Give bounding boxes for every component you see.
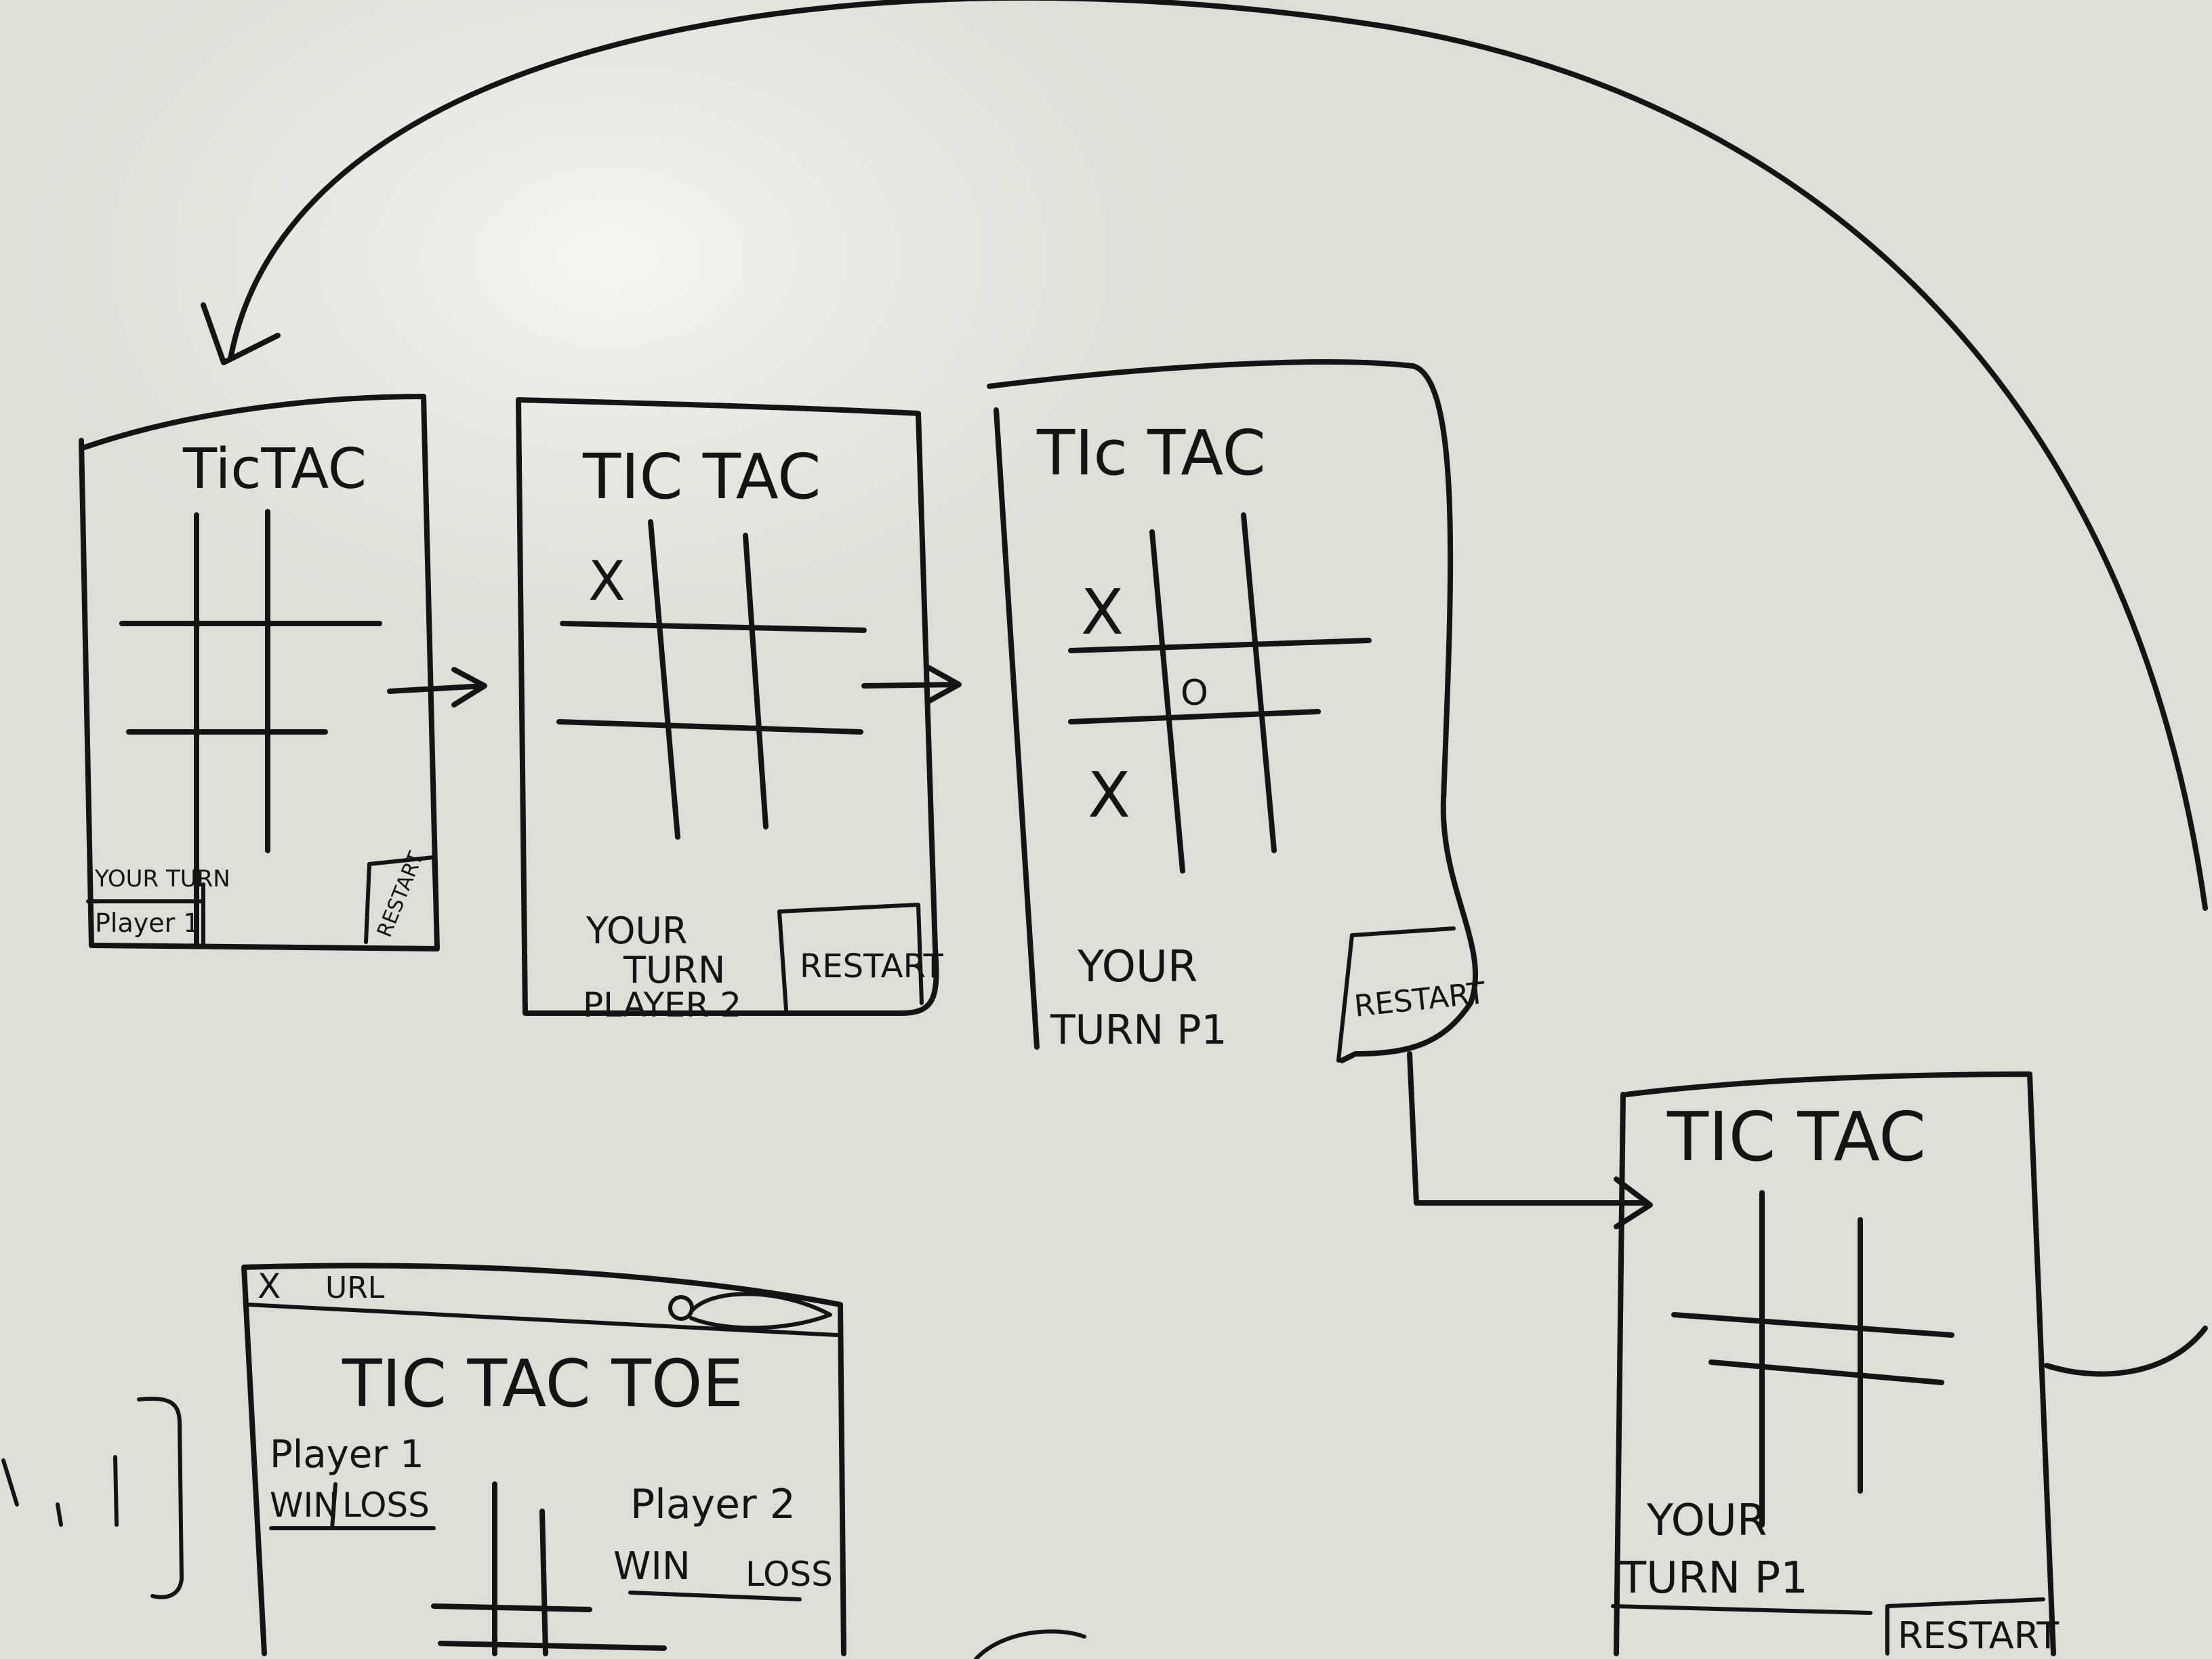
player-1-loss-label: LOSS — [342, 1486, 430, 1525]
frame-3-title: TIc TAC — [1036, 417, 1266, 489]
frame-1-status-line-2: Player 1 — [95, 908, 200, 938]
browser-url-bar[interactable]: URL — [325, 1271, 385, 1305]
frame-2-grid — [556, 519, 867, 840]
frame-3-status-line-1: YOUR — [1077, 942, 1197, 992]
frame-4-status-underline — [1611, 1604, 1872, 1615]
frame-1-status-line-1: YOUR TURN — [94, 865, 230, 893]
frame-2-title: TIC TAC — [582, 441, 821, 513]
wireframe-2: TIC TAC X YOUR TURN PLAYER 2 RESTART — [516, 397, 943, 1025]
return-curve — [2044, 1326, 2208, 1377]
player-2-record-underline — [628, 1591, 802, 1601]
arrow-1-to-2 — [387, 667, 487, 708]
arrow-2-to-3 — [861, 665, 962, 704]
search-icon[interactable] — [668, 1292, 832, 1330]
frame-3-mark-x-bottom: X — [1088, 759, 1130, 832]
browser-close-icon[interactable]: X — [258, 1267, 281, 1306]
frame-1-grid — [119, 509, 382, 948]
frame-2-restart-label: RESTART — [800, 947, 943, 985]
wireframe-4: TIC TAC YOUR TURN P1 RESTART — [1611, 1071, 2060, 1657]
frame-2-restart-button[interactable]: RESTART — [777, 903, 943, 1012]
arrow-restart-to-4 — [1407, 1051, 1653, 1229]
loop-arrow-head — [201, 302, 281, 365]
frame-3-restart-button[interactable]: RESTART — [1336, 926, 1488, 1063]
player-2-win-label: WIN — [613, 1544, 691, 1589]
browser-page-title: TIC TAC TOE — [342, 1346, 743, 1422]
frame-1-border — [79, 394, 440, 951]
loop-arrow-curve — [228, 0, 2208, 911]
frame-2-status-line-1: YOUR — [586, 909, 688, 952]
frame-2-mark-x: X — [588, 550, 626, 613]
frame-3-mark-o: O — [1181, 673, 1208, 714]
frame-4-border — [1614, 1071, 2056, 1656]
player-2-loss-label: LOSS — [745, 1555, 833, 1594]
player-1-record-lines — [269, 1482, 436, 1530]
browser-border — [241, 1263, 846, 1656]
frame-3-border — [987, 359, 1479, 1063]
edge-marks — [1, 1396, 1086, 1659]
frame-3-grid — [1068, 512, 1372, 874]
browser-toolbar-divider — [245, 1303, 839, 1337]
wireframe-1: TicTAC YOUR TURN Player 1 RESTART — [79, 394, 440, 951]
frame-3-status-line-2: TURN P1 — [1050, 1006, 1227, 1054]
frame-4-restart-label: RESTART — [1898, 1614, 2060, 1657]
player-1-name: Player 1 — [270, 1433, 424, 1477]
browser-game-grid — [431, 1481, 667, 1656]
browser-wireframe: X URL TIC TAC TOE Player 1 WIN LOSS Play… — [241, 1263, 846, 1656]
frame-2-status-line-3: PLAYER 2 — [583, 985, 741, 1025]
frame-4-title: TIC TAC — [1666, 1097, 1926, 1176]
player-1-win-label: WIN — [270, 1486, 339, 1525]
frame-1-restart-button[interactable]: RESTART — [364, 848, 439, 944]
frame-1-title: TicTAC — [182, 437, 367, 501]
wireframe-3: TIc TAC X O X YOUR TURN P1 RESTART — [987, 359, 1488, 1063]
frame-4-status-line-1: YOUR — [1646, 1496, 1767, 1546]
frame-4-status-line-2: TURN P1 — [1619, 1553, 1808, 1603]
frame-2-border — [516, 397, 939, 1016]
frame-4-restart-button[interactable]: RESTART — [1885, 1597, 2060, 1657]
player-2-name: Player 2 — [630, 1481, 796, 1528]
frame-1-status-divider — [86, 882, 205, 947]
frame-3-restart-label: RESTART — [1353, 976, 1488, 1024]
frame-3-mark-x-top: X — [1081, 576, 1124, 649]
frame-4-grid — [1671, 1190, 1954, 1528]
frame-2-status-line-2: TURN — [623, 949, 725, 991]
